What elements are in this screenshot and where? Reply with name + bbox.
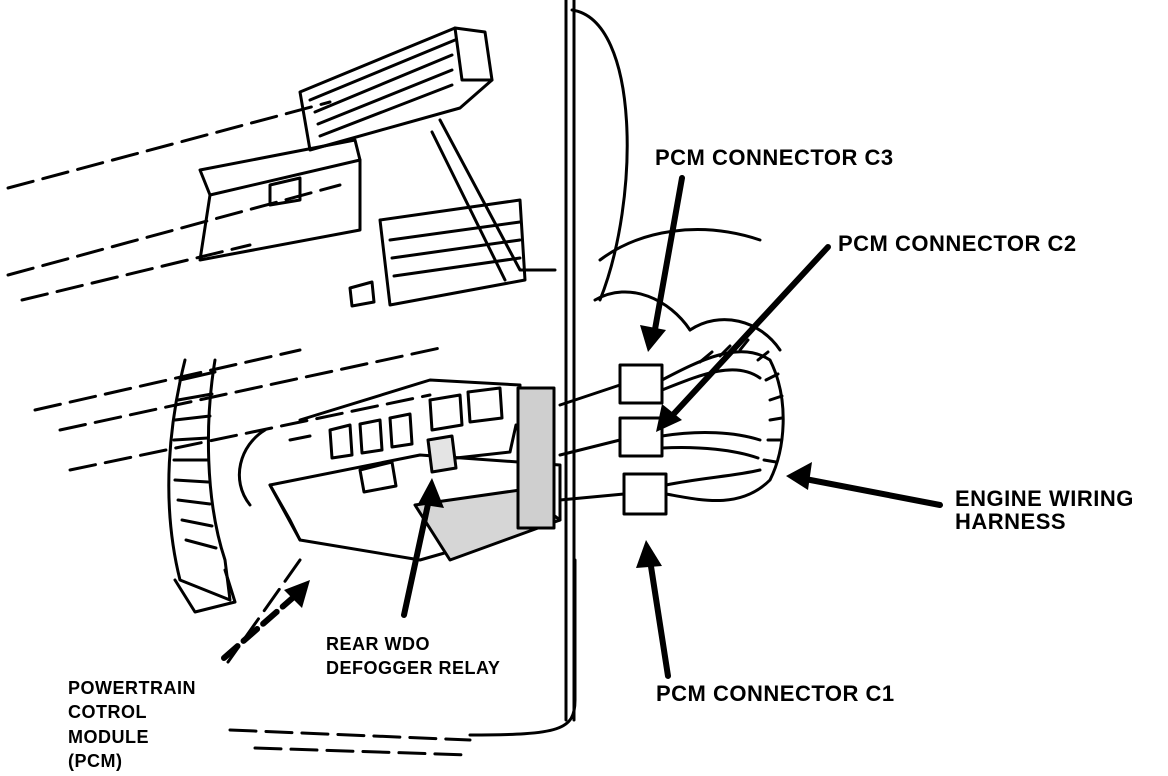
label-pcm-connector-c1: PCM CONNECTOR C1	[656, 681, 895, 706]
pcm-line-3: MODULE	[68, 726, 149, 747]
pcm-line-2: COTROL	[68, 702, 147, 723]
engine-harness	[593, 228, 785, 503]
label-powertrain-control-module: POWERTRAIN COTROL MODULE (PCM)	[68, 676, 196, 773]
label-pcm-connector-c2: PCM CONNECTOR C2	[838, 231, 1077, 256]
engine-harness-line-1: ENGINE WIRING	[955, 486, 1134, 511]
pcm-line-4: (PCM)	[68, 750, 123, 771]
label-rear-wdo-defogger-relay: REAR WDO DEFOGGER RELAY	[326, 632, 500, 681]
pcm-line-1: POWERTRAIN	[68, 678, 196, 698]
leader-arrows	[221, 175, 943, 679]
arrowheads	[284, 325, 812, 608]
dashed-body-outline	[6, 100, 472, 757]
column-and-rods	[468, 0, 629, 737]
instrument-panel	[198, 26, 557, 308]
relay-line-1: REAR WDO	[326, 634, 430, 654]
pcm-shaded-face	[413, 386, 562, 562]
pcm-connectors	[558, 363, 668, 516]
defogger-relay	[426, 386, 518, 474]
left-harness	[167, 358, 237, 614]
engine-harness-line-2: HARNESS	[955, 509, 1067, 535]
label-pcm-connector-c3: PCM CONNECTOR C3	[655, 145, 894, 170]
label-engine-wiring-harness: ENGINE WIRING HARNESS	[955, 487, 1134, 533]
relay-line-2: DEFOGGER RELAY	[326, 658, 501, 679]
